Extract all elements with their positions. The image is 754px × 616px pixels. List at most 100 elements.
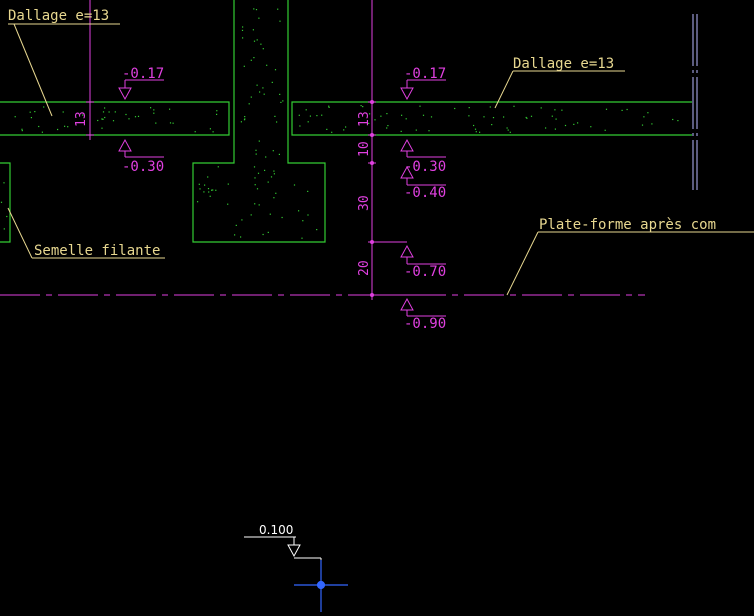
hatch-dot: [321, 114, 323, 116]
hatch-dot: [62, 111, 64, 113]
hatch-dot: [104, 107, 106, 109]
hatch-dot: [21, 128, 23, 130]
hatch-dot: [0, 201, 3, 203]
hatch-dot: [577, 122, 579, 124]
hatch-dot: [258, 140, 260, 142]
hatch-dot: [590, 126, 592, 128]
hatch-dot: [128, 118, 130, 120]
crosshair-cursor-icon[interactable]: [294, 560, 348, 612]
hatch-dot: [279, 20, 281, 22]
hatch-dot: [217, 166, 219, 168]
hatch-dot: [267, 181, 269, 183]
hatch-dot: [227, 183, 229, 185]
hatch-dot: [248, 103, 250, 105]
hatch-dot: [328, 106, 330, 108]
label-dallage-right: Dallage e=13: [513, 56, 614, 72]
hatch-dot: [316, 229, 318, 231]
hatch-dot: [343, 129, 345, 131]
level-left-top: -0.17: [122, 66, 164, 82]
hatch-dot: [82, 114, 84, 116]
hatch-dot: [204, 184, 206, 186]
hatch-dot: [153, 112, 155, 114]
hatch-dot: [250, 96, 252, 98]
hatch-dot: [473, 124, 475, 127]
slab-left[interactable]: [0, 101, 230, 136]
slab-right[interactable]: [291, 101, 692, 136]
hatch-dot: [199, 188, 201, 190]
wall-and-footing[interactable]: [192, 0, 326, 243]
hatch-dot: [256, 188, 259, 190]
hatch-dot: [259, 91, 261, 93]
hatch-dot: [380, 115, 382, 117]
hatch-dot: [234, 234, 236, 236]
hatch-dot: [34, 111, 36, 113]
hatch-dot: [305, 109, 307, 111]
dim-left: [86, 0, 164, 158]
hatch-dot: [260, 43, 262, 45]
label-leaders: [7, 23, 754, 296]
hatch-dot: [362, 106, 364, 108]
hatch-dot: [266, 64, 268, 66]
hatch-dot: [298, 114, 300, 116]
hatch-dot: [267, 231, 269, 233]
hatch-dot: [203, 191, 205, 193]
hatch-dot: [253, 40, 256, 42]
hatch-dot: [244, 118, 246, 120]
hatch-dot: [250, 214, 252, 216]
level-right-090: -0.90: [404, 316, 446, 332]
hatch-dot: [30, 117, 32, 119]
hatch-dot: [134, 116, 137, 118]
hatch-dot: [401, 114, 403, 116]
hatch-dot: [368, 122, 370, 124]
hatch-dot: [150, 107, 152, 109]
hatch-dot: [262, 233, 264, 236]
hatch-dot: [255, 149, 257, 151]
hatch-dot: [281, 216, 283, 219]
hatch-dot: [273, 173, 275, 175]
hatch-dot: [216, 113, 218, 115]
hatch-dot: [564, 124, 567, 127]
hatch-dot: [198, 183, 200, 185]
hatch-dot: [104, 116, 106, 119]
hatch-dot: [651, 123, 653, 125]
hatch-dot: [483, 116, 485, 118]
hatch-dot: [253, 166, 256, 168]
level-left-bottom: -0.30: [122, 159, 164, 175]
hatch-dot: [328, 105, 330, 107]
hatch-dot: [255, 153, 257, 155]
label-plateforme: Plate-forme après com: [539, 217, 716, 233]
concrete-hatch: [0, 8, 679, 239]
level-right-017: -0.17: [404, 66, 446, 82]
hatch-dot: [279, 93, 281, 95]
hatch-dot: [258, 17, 260, 19]
hatch-dot: [475, 131, 477, 133]
hatch-dot: [235, 224, 237, 226]
hatch-dot: [428, 130, 430, 132]
hatch-dot: [208, 191, 210, 193]
dim-right-10: 10: [357, 141, 372, 157]
hatch-dot: [605, 108, 608, 110]
hatch-dot: [155, 122, 157, 124]
footing-left-partial[interactable]: [0, 162, 11, 243]
hatch-dot: [108, 111, 110, 113]
hatch-dot: [194, 131, 196, 133]
hatch-dot: [212, 189, 214, 191]
hatch-dot: [526, 117, 528, 119]
hatch-dot: [227, 203, 229, 205]
level-marker[interactable]: [244, 536, 322, 584]
hatch-dot: [29, 111, 31, 113]
hatch-dot: [254, 177, 256, 179]
hatch-dot: [137, 115, 140, 117]
hatch-dot: [626, 108, 628, 111]
hatch-dot: [301, 237, 303, 239]
hatch-dot: [345, 126, 347, 128]
hatch-dot: [621, 109, 623, 111]
hatch-dot: [299, 125, 301, 127]
hatch-dot: [555, 118, 557, 120]
hatch-dot: [525, 116, 527, 119]
hatch-dot: [506, 127, 508, 129]
hatch-dot: [387, 125, 389, 127]
hatch-dot: [419, 105, 421, 107]
hatch-dot: [561, 109, 563, 111]
hatch-dot: [197, 201, 199, 203]
